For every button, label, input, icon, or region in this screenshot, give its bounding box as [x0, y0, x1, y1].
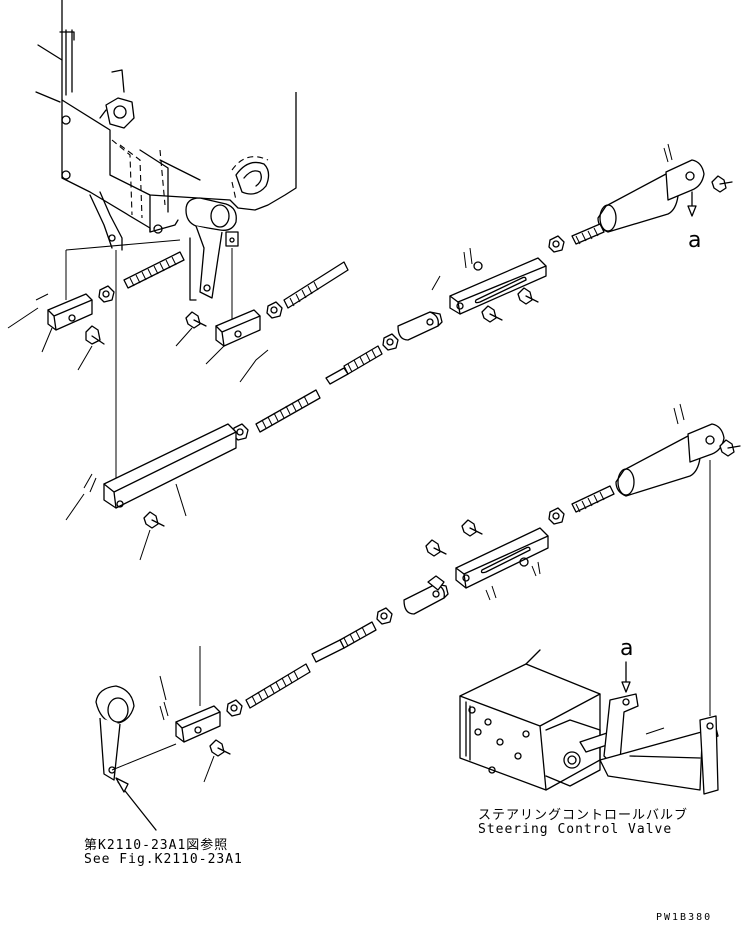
- bolt-upper-left: [7, 293, 105, 371]
- bolt-block-lower: [203, 739, 231, 783]
- bolt-cylinder-lower: [719, 439, 741, 457]
- nut-upper-left: [98, 285, 115, 303]
- arrow-to-reference: [115, 777, 157, 831]
- nut-cylinder-upper: [548, 235, 565, 253]
- nut-cylinder-lower: [548, 507, 565, 525]
- threaded-rod-upper-left: [123, 251, 185, 289]
- block-upper-left: [47, 293, 93, 331]
- frame-bracket: [35, 0, 297, 251]
- slotted-link-upper: [449, 247, 547, 315]
- valve-levers: [579, 460, 719, 795]
- long-bar: [65, 423, 237, 521]
- valve-label-en: Steering Control Valve: [478, 822, 673, 837]
- nut-clevis-upper: [382, 333, 399, 351]
- bolt-cylinder-upper: [711, 175, 733, 193]
- threaded-rod-center-upper: [255, 345, 383, 433]
- nut-upper-middle: [266, 301, 283, 319]
- arrow-point-a-upper: [687, 191, 697, 217]
- valve-label-jp: ステアリングコントロールバルブ: [478, 808, 689, 823]
- figure-code: PW1B380: [656, 912, 713, 923]
- cylinder-upper: [597, 143, 705, 233]
- point-a-upper-label: a: [688, 228, 702, 253]
- hidden-cable-path: [111, 139, 237, 219]
- nut-center-lower: [226, 699, 243, 717]
- bolts-slotted-upper: [431, 275, 539, 323]
- slotted-link-lower: [455, 527, 549, 601]
- cylinder-rod-lower: [571, 485, 615, 513]
- block-upper-middle: [215, 309, 261, 347]
- threaded-rod-upper-middle: [283, 261, 349, 309]
- lever-arm-upper: [185, 197, 239, 301]
- reference-label-en: See Fig.K2110-23A1: [84, 852, 243, 867]
- steering-control-valve: [459, 649, 601, 791]
- guide-lines-upper: [65, 239, 233, 480]
- lever-arm-lower: [95, 685, 177, 781]
- point-a-lower-label: a: [620, 636, 634, 661]
- reference-label-jp: 第K2110-23A1図参照: [84, 838, 229, 853]
- cylinder-rod-upper: [571, 223, 605, 245]
- clevis-lower: [403, 575, 449, 615]
- clevis-upper: [397, 311, 443, 341]
- block-lower: [159, 646, 221, 743]
- cylinder-lower: [615, 403, 725, 497]
- bolt-long-bar: [139, 511, 165, 561]
- nut-clevis-lower: [376, 607, 393, 625]
- arrow-point-a-lower: [621, 661, 631, 693]
- clamp-upper-left: [99, 69, 135, 129]
- bolts-slotted-lower: [425, 519, 483, 557]
- clamp-upper-middle: [231, 156, 270, 195]
- bolt-upper-middle: [175, 311, 269, 383]
- threaded-rod-center-lower: [245, 621, 377, 709]
